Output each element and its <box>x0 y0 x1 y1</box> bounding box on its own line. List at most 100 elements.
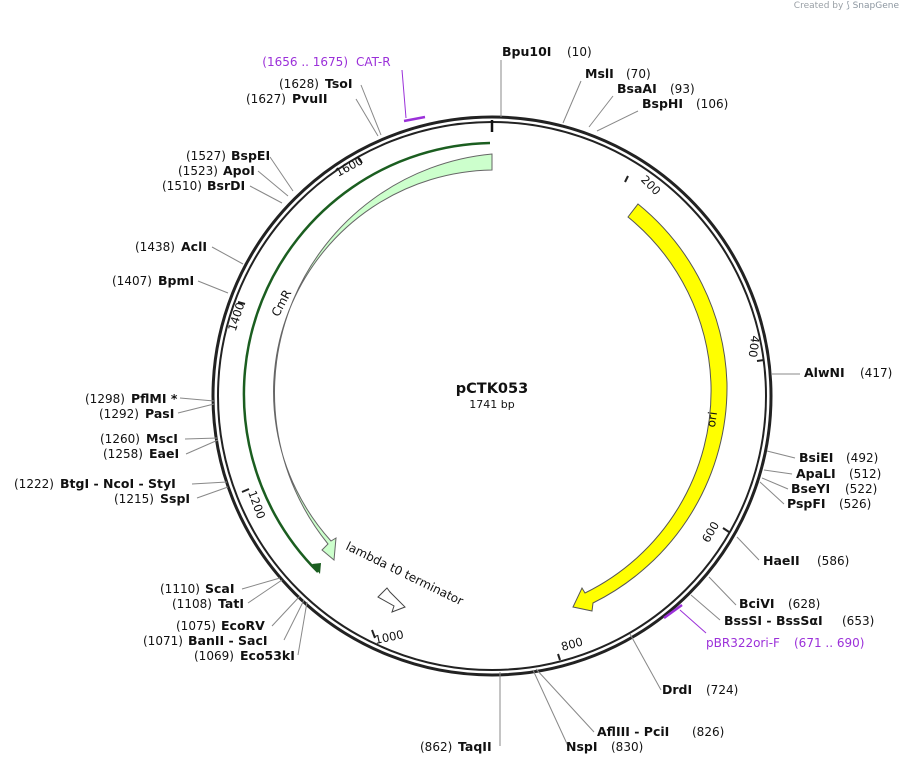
leader-bsrdi <box>249 185 283 204</box>
enzyme-label[interactable]: TaqII <box>458 739 492 754</box>
enzyme-label[interactable]: BciVI <box>739 596 775 611</box>
enzyme-label[interactable]: Bpu10I <box>502 44 551 59</box>
leader-bsssi <box>690 594 721 621</box>
leader-haeii <box>736 536 760 561</box>
primer-pbr322ori-f[interactable]: pBR322ori-F (671 .. 690) <box>663 603 864 650</box>
ori-feature-arrow[interactable] <box>572 203 728 612</box>
enzyme-label[interactable]: HaeII <box>763 553 800 568</box>
leader-bsaai <box>588 95 614 128</box>
leader-sspi <box>196 486 229 499</box>
tick-mark <box>371 629 376 639</box>
primer-name: CAT-R <box>356 55 391 69</box>
leader-tsoi <box>360 84 382 136</box>
enzyme-position: (1627) <box>246 92 286 106</box>
enzyme-position: (1628) <box>279 77 319 91</box>
leader-pflmi <box>179 397 215 402</box>
enzyme-label[interactable]: PvuII <box>292 91 328 106</box>
enzyme-labels: Bpu10I (10) MslI (70) BsaAI (93) BspHI (… <box>14 44 892 754</box>
primer-leader <box>401 69 407 119</box>
enzyme-label[interactable]: ApoI <box>223 163 255 178</box>
enzyme-label[interactable]: NspI <box>566 739 598 754</box>
snapgene-logo-icon: ⟆ <box>846 1 850 11</box>
attribution-prefix: Created by <box>793 1 844 11</box>
enzyme-label[interactable]: TatI <box>218 596 244 611</box>
leader-msli <box>562 80 582 124</box>
enzyme-label[interactable]: ApaLI <box>796 466 836 481</box>
enzyme-position: (522) <box>845 482 877 496</box>
enzyme-label[interactable]: AlwNI <box>804 365 845 380</box>
leader-acli <box>211 246 244 265</box>
terminator-feature-label: lambda t0 terminator <box>344 539 466 608</box>
leader-drdi <box>629 633 662 691</box>
cmr-feature-label: CmR <box>269 287 295 319</box>
leader-msci <box>184 437 219 440</box>
primer-cat-r[interactable]: (1656 .. 1675) CAT-R <box>262 55 426 123</box>
enzyme-label[interactable]: BsaAI <box>617 81 657 96</box>
enzyme-position: (1298) <box>85 392 125 406</box>
cmr-feature-arrow[interactable] <box>273 153 493 561</box>
enzyme-label[interactable]: PflMI * <box>131 391 178 406</box>
enzyme-position: (724) <box>706 683 738 697</box>
terminator-feature-arrow[interactable] <box>377 587 406 613</box>
leader-banii <box>283 599 305 641</box>
enzyme-position: (526) <box>839 497 871 511</box>
enzyme-position: (1510) <box>162 179 202 193</box>
primer-name: pBR322ori-F <box>706 636 780 650</box>
enzyme-label[interactable]: Eco53kI <box>240 648 295 663</box>
enzyme-position: (1407) <box>112 274 152 288</box>
leader-bcivi <box>708 576 737 606</box>
enzyme-label[interactable]: SspI <box>160 491 190 506</box>
leader-bsiei <box>766 450 796 459</box>
enzyme-label[interactable]: MslI <box>585 66 614 81</box>
enzyme-label[interactable]: BsrDI <box>207 178 245 193</box>
primer-leader <box>679 609 707 634</box>
tick-mark <box>241 488 250 493</box>
enzyme-label[interactable]: PspFI <box>787 496 826 511</box>
enzyme-label[interactable]: BsiEI <box>799 450 833 465</box>
enzyme-label[interactable]: BssSI - BssSαI <box>724 613 823 628</box>
enzyme-label[interactable]: MscI <box>146 431 178 446</box>
tick-mark <box>624 175 629 183</box>
leader-nspi <box>532 669 569 747</box>
tick-label-600: 600 <box>699 519 722 545</box>
enzyme-label[interactable]: BspEI <box>231 148 270 163</box>
enzyme-position: (106) <box>696 97 728 111</box>
enzyme-position: (653) <box>842 614 874 628</box>
tick-mark <box>557 653 561 661</box>
enzyme-label[interactable]: ScaI <box>205 581 235 596</box>
enzyme-position: (1292) <box>99 407 139 421</box>
tick-label-400: 400 <box>746 335 763 358</box>
enzyme-position: (1527) <box>186 149 226 163</box>
enzyme-label[interactable]: TsoI <box>325 76 353 91</box>
tick-label-200: 200 <box>638 172 663 197</box>
enzyme-label[interactable]: PasI <box>145 406 174 421</box>
leader-eaei <box>185 439 219 455</box>
leader-bsphi <box>596 110 639 132</box>
enzyme-position: (1260) <box>100 432 140 446</box>
enzyme-position: (1523) <box>178 164 218 178</box>
ori-feature-label: ori <box>704 411 720 428</box>
tick-mark <box>237 301 246 305</box>
attribution-brand: SnapGene <box>852 1 899 11</box>
enzyme-position: (1075) <box>176 619 216 633</box>
enzyme-position: (512) <box>849 467 881 481</box>
enzyme-label[interactable]: BseYI <box>791 481 830 496</box>
enzyme-position: (1215) <box>114 492 154 506</box>
tick-mark <box>357 157 363 164</box>
enzyme-label[interactable]: AclI <box>181 239 207 254</box>
enzyme-label[interactable]: BtgI - NcoI - StyI <box>60 476 176 491</box>
enzyme-label[interactable]: BspHI <box>642 96 683 111</box>
plasmid-length: 1741 bp <box>469 398 514 411</box>
enzyme-position: (1110) <box>160 582 200 596</box>
enzyme-label[interactable]: EcoRV <box>221 618 265 633</box>
enzyme-label[interactable]: DrdI <box>662 682 692 697</box>
enzyme-label[interactable]: EaeI <box>149 446 179 461</box>
leader-apali <box>763 469 793 475</box>
snapgene-attribution: Created by ⟆ SnapGene <box>794 1 899 11</box>
primer-binding-bar <box>403 115 426 123</box>
enzyme-label[interactable]: BanII - SacI <box>188 633 268 648</box>
enzyme-label[interactable]: BpmI <box>158 273 194 288</box>
enzyme-position: (628) <box>788 597 820 611</box>
leader-ecorv <box>271 595 301 627</box>
enzyme-label[interactable]: AflIII - PciI <box>597 724 669 739</box>
